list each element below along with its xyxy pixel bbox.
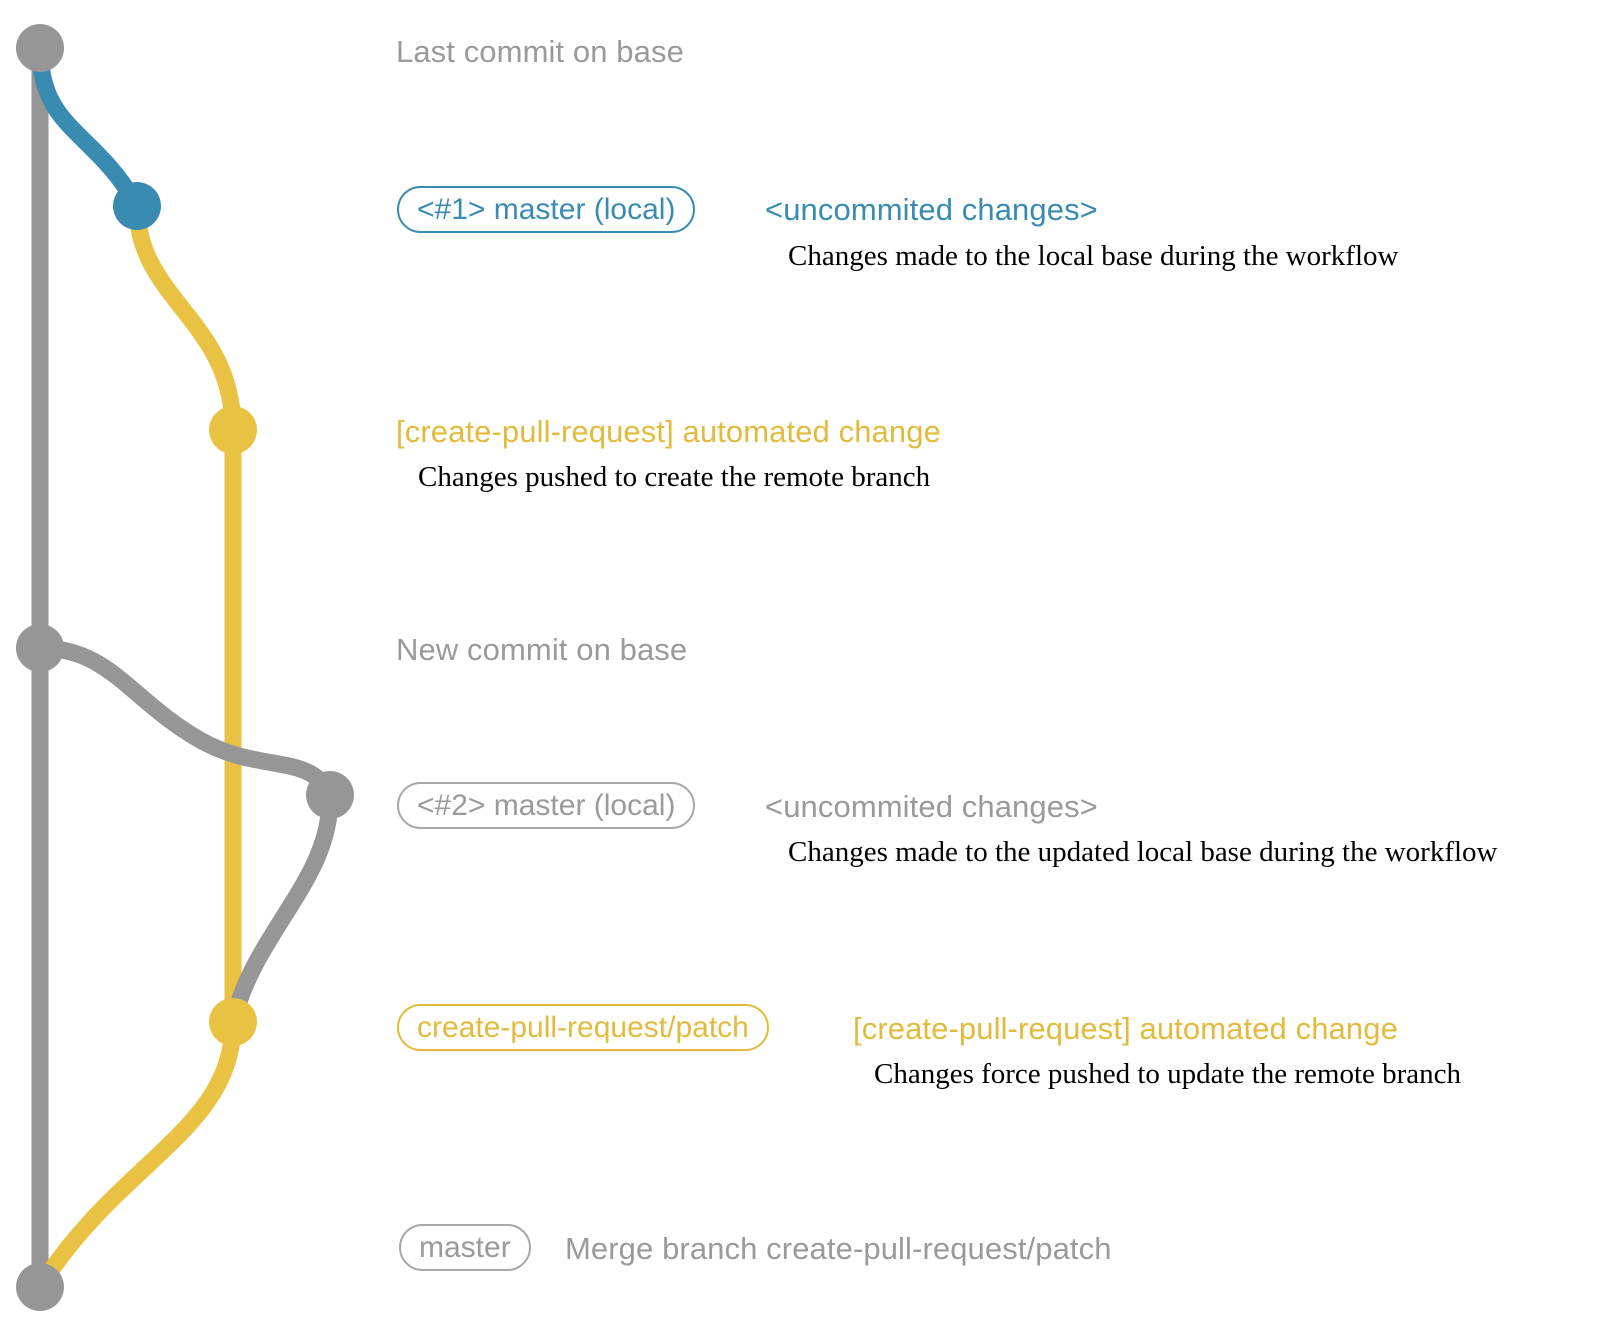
commit-node-patch-create[interactable] bbox=[209, 406, 257, 454]
commit-node-base-new[interactable] bbox=[16, 624, 64, 672]
edge-base-to-local1 bbox=[31, 39, 146, 215]
commit-node-patch-force[interactable] bbox=[209, 998, 257, 1046]
edge-local2-to-patch-force bbox=[224, 786, 339, 1031]
badge-master-local-1[interactable]: <#1> master (local) bbox=[397, 186, 696, 233]
entry-title-master-local-1: <uncommited changes> bbox=[765, 192, 1098, 227]
entry-subtext-master-local-1: Changes made to the local base during th… bbox=[788, 240, 1399, 272]
edge-basenew-to-local2 bbox=[31, 639, 339, 804]
edge-patch-force-to-merge bbox=[31, 1013, 242, 1296]
entry-title-automated-change-create: [create-pull-request] automated change bbox=[396, 414, 941, 449]
badge-create-pull-request-patch[interactable]: create-pull-request/patch bbox=[397, 1004, 769, 1051]
edge-local1-to-patch-create bbox=[128, 197, 242, 439]
commit-node-local-2[interactable] bbox=[306, 771, 354, 819]
entry-title-last-commit-on-base: Last commit on base bbox=[396, 34, 684, 69]
entry-subtext-automated-change-force: Changes force pushed to update the remot… bbox=[874, 1058, 1462, 1090]
entry-title-merge-commit: Merge branch create-pull-request/patch bbox=[565, 1231, 1112, 1266]
badge-master-local-2[interactable]: <#2> master (local) bbox=[397, 782, 696, 829]
commit-node-base-last[interactable] bbox=[16, 24, 64, 72]
entry-title-master-local-2: <uncommited changes> bbox=[765, 789, 1098, 824]
entry-title-new-commit-on-base: New commit on base bbox=[396, 632, 688, 667]
entry-subtext-master-local-2: Changes made to the updated local base d… bbox=[788, 836, 1498, 868]
commit-node-local-1[interactable] bbox=[113, 182, 161, 230]
commit-node-merge[interactable] bbox=[16, 1263, 64, 1311]
entry-title-automated-change-force: [create-pull-request] automated change bbox=[853, 1011, 1398, 1046]
badge-master-merge[interactable]: master bbox=[399, 1224, 531, 1271]
git-graph bbox=[16, 24, 354, 1311]
entry-subtext-automated-change-create: Changes pushed to create the remote bran… bbox=[418, 461, 931, 493]
